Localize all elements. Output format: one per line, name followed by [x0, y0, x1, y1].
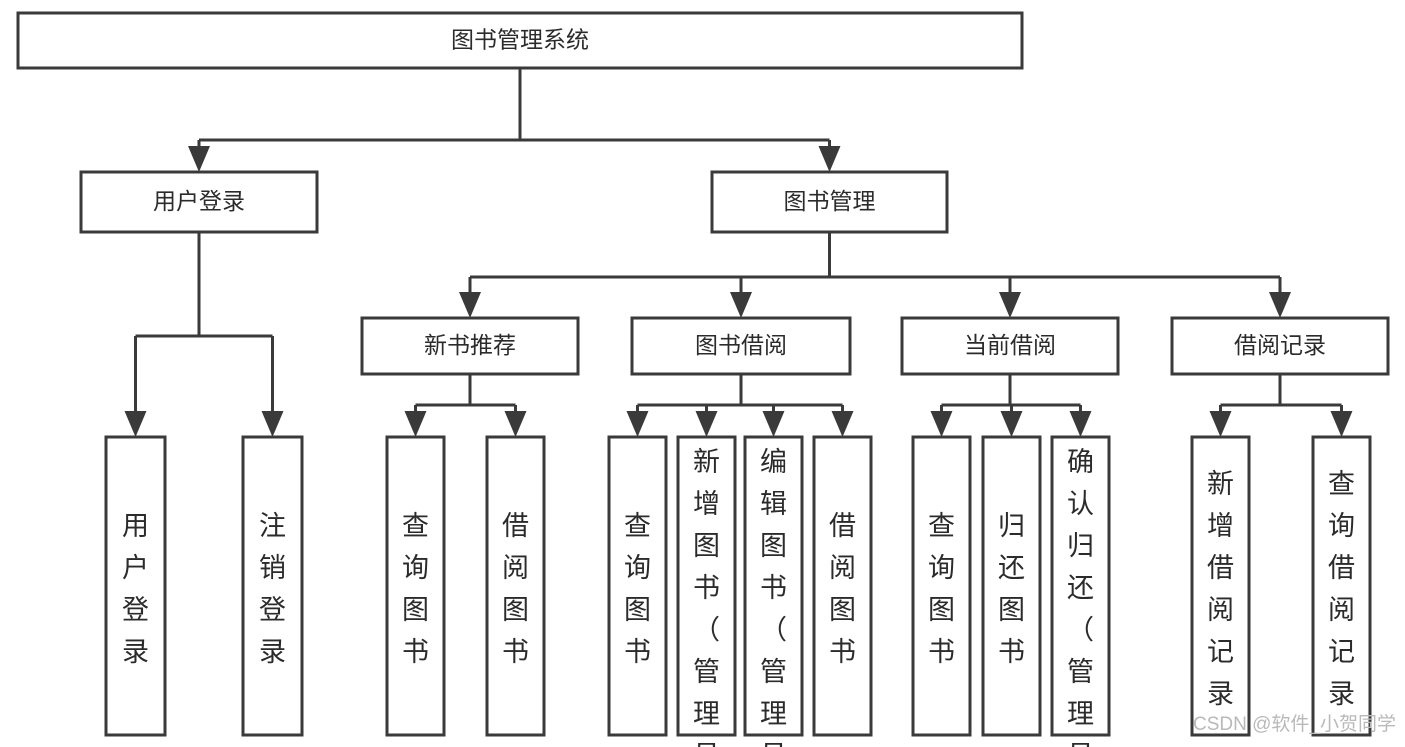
arrow-head-icon: [831, 411, 854, 437]
arrow-head-icon: [695, 411, 718, 437]
node-box-root: [16, 11, 1024, 70]
arrow-head-icon: [626, 411, 649, 437]
node-box-leaf-add-book: [676, 435, 737, 737]
arrow-head-icon: [999, 292, 1021, 318]
node-user-login[interactable]: 用户登录: [79, 170, 319, 234]
node-book-management[interactable]: 图书管理: [710, 170, 949, 234]
arrow-head-icon: [1209, 411, 1232, 437]
node-box-leaf-borrow-book-recommend: [485, 435, 546, 737]
node-box-leaf-add-borrow-record: [1190, 435, 1251, 737]
node-leaf-query-book-recommend[interactable]: 查询图书: [385, 435, 446, 737]
node-box-book-borrow: [630, 316, 852, 376]
node-label-new-book-recommend: 新书推荐: [424, 332, 516, 358]
node-label-user-login: 用户登录: [153, 188, 245, 214]
arrow-head-icon: [459, 292, 481, 318]
arrow-head-icon: [762, 411, 785, 437]
arrow-head-icon: [1330, 411, 1353, 437]
nodes-layer: 图书管理系统用户登录图书管理新书推荐图书借阅当前借阅借阅记录用户登录注销登录查询…: [16, 11, 1390, 747]
csdn-watermark: CSDN @软件_小贺同学: [1193, 713, 1396, 735]
node-label-current-borrow: 当前借阅: [964, 332, 1056, 358]
node-leaf-edit-book[interactable]: 编辑图书（管理员）: [743, 435, 804, 747]
node-leaf-add-book[interactable]: 新增图书（管理员）: [676, 435, 737, 747]
node-box-leaf-query-book-current: [911, 435, 972, 737]
node-label-leaf-user-login: 用户登录: [122, 511, 149, 667]
node-new-book-recommend[interactable]: 新书推荐: [360, 316, 580, 376]
node-leaf-user-login[interactable]: 用户登录: [104, 435, 167, 737]
node-box-book-management: [710, 170, 949, 234]
node-book-borrow[interactable]: 图书借阅: [630, 316, 852, 376]
node-box-leaf-query-book: [607, 435, 668, 737]
arrow-head-icon: [1069, 411, 1092, 437]
node-root[interactable]: 图书管理系统: [16, 11, 1024, 70]
arrow-head-icon: [818, 146, 841, 172]
node-box-leaf-borrow-book: [812, 435, 873, 737]
node-current-borrow[interactable]: 当前借阅: [900, 316, 1120, 376]
node-label-leaf-borrow-book-recommend: 借阅图书: [502, 511, 529, 667]
node-leaf-query-book-current[interactable]: 查询图书: [911, 435, 972, 737]
arrow-head-icon: [124, 411, 147, 437]
node-label-leaf-query-book-recommend: 查询图书: [402, 511, 429, 667]
node-label-leaf-return-book: 归还图书: [998, 511, 1025, 667]
node-label-leaf-add-book: 新增图书（管理员）: [693, 447, 720, 747]
node-leaf-logout[interactable]: 注销登录: [241, 435, 304, 737]
node-box-user-login: [79, 170, 319, 234]
node-box-leaf-query-borrow-record: [1311, 435, 1372, 737]
node-leaf-query-borrow-record[interactable]: 查询借阅记录: [1311, 435, 1372, 737]
node-box-leaf-query-book-recommend: [385, 435, 446, 737]
arrow-head-icon: [404, 411, 427, 437]
node-box-current-borrow: [900, 316, 1120, 376]
node-box-new-book-recommend: [360, 316, 580, 376]
node-label-leaf-add-borrow-record: 新增借阅记录: [1207, 469, 1234, 709]
arrow-head-icon: [1000, 411, 1023, 437]
node-label-borrow-records: 借阅记录: [1234, 332, 1326, 358]
node-label-leaf-query-book: 查询图书: [624, 511, 651, 667]
arrow-head-icon: [930, 411, 953, 437]
node-label-book-borrow: 图书借阅: [695, 332, 787, 358]
node-label-leaf-borrow-book: 借阅图书: [829, 511, 856, 667]
node-leaf-return-book[interactable]: 归还图书: [981, 435, 1042, 737]
arrow-head-icon: [1269, 292, 1291, 318]
node-box-leaf-confirm-return: [1050, 435, 1111, 737]
node-label-leaf-logout: 注销登录: [259, 511, 286, 667]
node-label-leaf-query-book-current: 查询图书: [928, 511, 955, 667]
node-leaf-borrow-book-recommend[interactable]: 借阅图书: [485, 435, 546, 737]
node-leaf-add-borrow-record[interactable]: 新增借阅记录: [1190, 435, 1251, 737]
node-label-book-management: 图书管理: [784, 188, 876, 214]
node-leaf-query-book[interactable]: 查询图书: [607, 435, 668, 737]
node-leaf-borrow-book[interactable]: 借阅图书: [812, 435, 873, 737]
connectors-layer: [124, 68, 1353, 437]
node-label-leaf-query-borrow-record: 查询借阅记录: [1328, 469, 1355, 709]
node-label-leaf-edit-book: 编辑图书（管理员）: [760, 447, 787, 747]
node-box-leaf-user-login: [104, 435, 167, 737]
node-box-leaf-logout: [241, 435, 304, 737]
node-leaf-confirm-return[interactable]: 确认归还（管理员）: [1050, 435, 1111, 747]
node-box-leaf-edit-book: [743, 435, 804, 737]
node-box-borrow-records: [1170, 316, 1390, 376]
arrow-head-icon: [504, 411, 527, 437]
node-label-leaf-confirm-return: 确认归还（管理员）: [1067, 447, 1094, 747]
node-label-root: 图书管理系统: [451, 27, 589, 53]
node-borrow-records[interactable]: 借阅记录: [1170, 316, 1390, 376]
arrow-head-icon: [730, 292, 752, 318]
arrow-head-icon: [188, 146, 210, 172]
node-box-leaf-return-book: [981, 435, 1042, 737]
arrow-head-icon: [261, 411, 284, 437]
